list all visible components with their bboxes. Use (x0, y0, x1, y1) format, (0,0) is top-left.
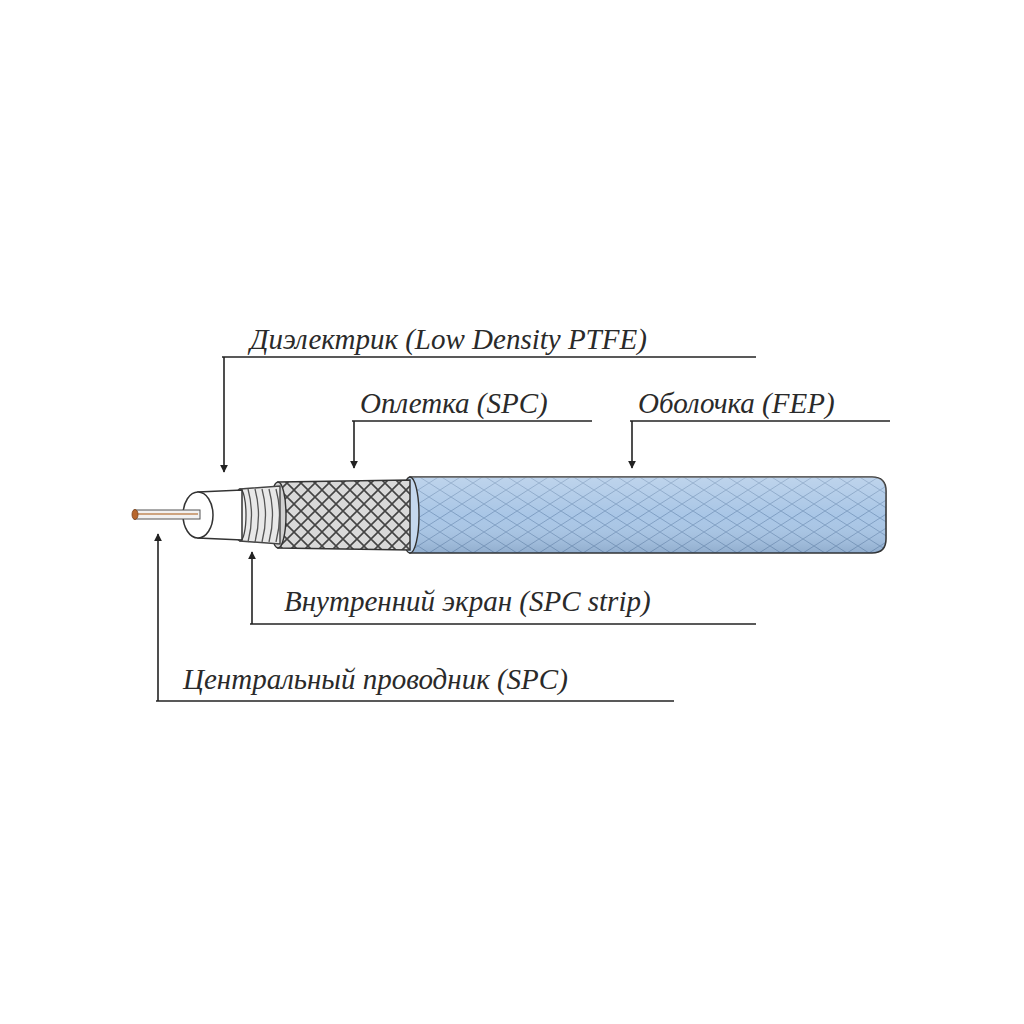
jacket-fep (401, 477, 886, 553)
strip-winding (248, 489, 252, 542)
center-conductor (132, 510, 200, 520)
braid-spc (270, 480, 410, 550)
strip-winding (255, 489, 259, 542)
callout-label: Диэлектрик (Low Density PTFE) (250, 321, 647, 357)
strip-winding (269, 489, 273, 542)
strip-winding (276, 489, 280, 542)
callout-label: Центральный проводник (SPC) (183, 661, 568, 697)
strip-winding (262, 489, 266, 542)
callout-label: Оплетка (SPC) (360, 385, 548, 421)
leader-lines (156, 357, 890, 701)
callout-label: Внутренний экран (SPC strip) (284, 583, 651, 619)
callout-label: Оболочка (FEP) (638, 385, 835, 421)
